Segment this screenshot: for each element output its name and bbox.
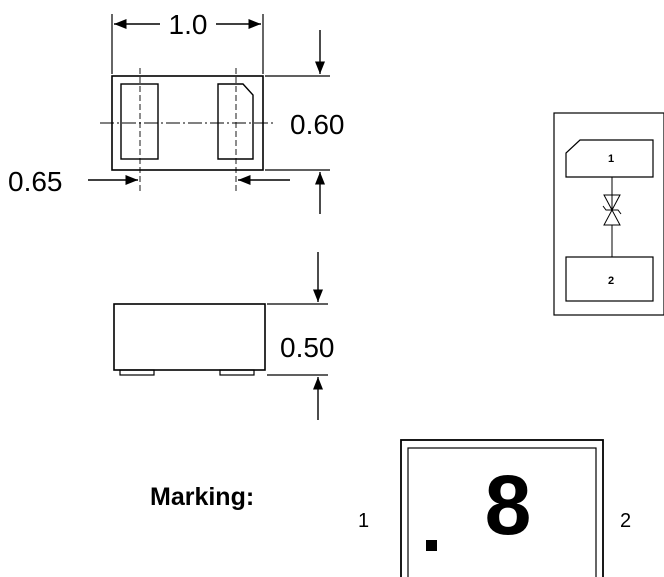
schematic-symbol: 1 2 [553, 112, 664, 316]
width-dimension: 1.0 [111, 9, 264, 74]
schematic-pin2-block [565, 256, 654, 302]
pin1-dot [426, 540, 437, 551]
pad-spacing-dimension-label: 0.65 [8, 166, 63, 197]
marking-pin-left-label: 1 [358, 510, 369, 532]
right-pad [217, 83, 254, 160]
schematic-pin2-label: 2 [608, 275, 614, 287]
thickness-dimension: 0.50 [267, 252, 335, 420]
height-dimension: 0.60 [265, 30, 345, 214]
width-dimension-label: 1.0 [169, 9, 208, 40]
schematic-frame [553, 112, 664, 316]
side-view [113, 303, 266, 376]
marking-section: Marking: 1 8 2 [150, 439, 631, 577]
marking-code: 8 [485, 458, 532, 552]
side-view-left-terminal [119, 369, 155, 376]
thickness-dimension-label: 0.50 [280, 332, 335, 363]
marking-pin-right-label: 2 [620, 510, 631, 532]
side-view-right-terminal [219, 369, 255, 376]
schematic-pin1-label: 1 [608, 153, 614, 165]
schematic-pin1-block [565, 139, 654, 178]
height-dimension-label: 0.60 [290, 109, 345, 140]
top-view [100, 68, 276, 192]
side-view-body [113, 303, 266, 371]
pad-spacing-dimension: 0.65 [8, 166, 290, 197]
marking-title: Marking: [150, 483, 254, 511]
marking-box-outer [400, 439, 604, 577]
marking-box-inner [407, 447, 597, 577]
left-pad [120, 83, 159, 160]
